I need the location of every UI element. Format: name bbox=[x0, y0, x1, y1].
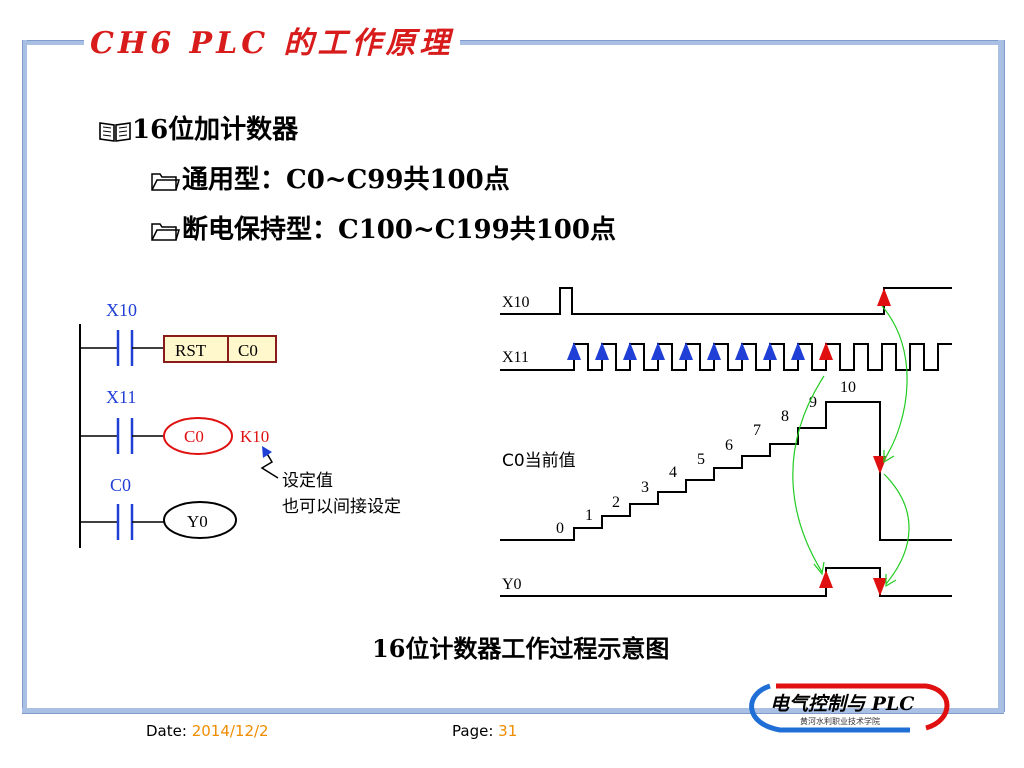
footer-date: Date: 2014/12/2 bbox=[146, 722, 269, 740]
timing-diagram: X10 X11 C0当前值 0 1 2 3 4 5 6 7 8 9 10 Y0 bbox=[500, 287, 952, 597]
logo-main-text: 电气控制与 PLC bbox=[770, 693, 914, 715]
logo-blue-swoosh bbox=[749, 683, 910, 733]
step-10: 10 bbox=[840, 379, 856, 396]
x10-rising-arrow bbox=[877, 288, 891, 306]
count-pulse-arrow-5 bbox=[679, 342, 693, 360]
count-pulse-arrow-6 bbox=[707, 342, 721, 360]
count-pulse-arrow-8 bbox=[763, 342, 777, 360]
y0-on-arrow bbox=[819, 570, 833, 588]
frame-bottom-border bbox=[22, 708, 1004, 714]
frame-right-border bbox=[998, 40, 1005, 712]
output-coil bbox=[163, 501, 237, 539]
step-5: 5 bbox=[697, 451, 705, 468]
step-0: 0 bbox=[556, 520, 564, 537]
course-logo: 电气控制与 PLC 黄河水利职业技术学院 bbox=[749, 683, 950, 733]
timing-x11-label: X11 bbox=[502, 349, 529, 366]
diagram-caption: 16位计数器工作过程示意图 bbox=[372, 634, 670, 663]
arc-x10-to-reset bbox=[881, 305, 908, 461]
page-label: Page: bbox=[452, 722, 494, 740]
arc-count-to-y0-on bbox=[792, 375, 825, 573]
k-value-label: K10 bbox=[240, 427, 269, 446]
count-pulse-arrow-3 bbox=[623, 342, 637, 360]
ladder-c0-label: C0 bbox=[110, 475, 131, 495]
step-9: 9 bbox=[809, 394, 817, 411]
step-7: 7 bbox=[753, 422, 761, 439]
note-line-1: 设定值 bbox=[282, 471, 333, 491]
book-icon bbox=[99, 122, 131, 142]
folder-icon bbox=[151, 223, 180, 241]
date-value: 2014/12/2 bbox=[191, 722, 269, 740]
frame-left-border bbox=[22, 40, 27, 712]
frame-top-border bbox=[22, 40, 1004, 45]
general-type-text: 通用型：C0~C99共100点 bbox=[182, 165, 510, 195]
note-pointer-line bbox=[260, 451, 279, 479]
slide-title: CH6 PLC 的工作原理 bbox=[84, 24, 460, 64]
ladder-x11-label: X11 bbox=[106, 387, 136, 407]
rst-instruction-box bbox=[163, 335, 277, 363]
counter-coil-label: C0 bbox=[184, 427, 204, 446]
count-pulse-arrow-4 bbox=[651, 342, 665, 360]
timing-y0-label: Y0 bbox=[502, 576, 522, 593]
folder-icon bbox=[151, 173, 180, 191]
count-pulse-arrow-2 bbox=[595, 342, 609, 360]
rst-label: RST bbox=[175, 341, 207, 360]
heading-line: 16位加计数器 bbox=[98, 112, 298, 148]
timing-x10-label: X10 bbox=[502, 294, 530, 311]
step-4: 4 bbox=[669, 464, 677, 481]
step-3: 3 bbox=[641, 479, 649, 496]
logo-sub-text: 黄河水利职业技术学院 bbox=[800, 716, 880, 726]
bullet-retentive-type: 断电保持型：C100~C199共100点 bbox=[150, 212, 616, 248]
retentive-type-text: 断电保持型：C100~C199共100点 bbox=[182, 215, 616, 245]
count-pulse-arrow-7 bbox=[735, 342, 749, 360]
step-1: 1 bbox=[585, 507, 593, 524]
y0-off-arrow bbox=[873, 578, 887, 596]
counter-coil bbox=[163, 417, 233, 455]
bullet-general-type: 通用型：C0~C99共100点 bbox=[150, 162, 510, 198]
current-value-waveform bbox=[500, 401, 952, 541]
step-6: 6 bbox=[725, 437, 733, 454]
rst-target-label: C0 bbox=[238, 341, 258, 360]
note-line-2: 也可以间接设定 bbox=[282, 497, 401, 517]
page-value: 31 bbox=[498, 722, 518, 740]
ladder-diagram: X10 RST C0 X11 C0 K10 设定值 也可以间接设定 C0 Y0 bbox=[79, 300, 401, 548]
ladder-x10-label: X10 bbox=[106, 300, 137, 320]
footer-page: Page: 31 bbox=[452, 722, 517, 740]
count-pulse-arrow-1 bbox=[567, 342, 581, 360]
step-8: 8 bbox=[781, 408, 789, 425]
count-pulse-arrow-10 bbox=[819, 342, 833, 360]
current-value-label: C0当前值 bbox=[502, 451, 576, 471]
step-2: 2 bbox=[612, 494, 620, 511]
output-coil-label: Y0 bbox=[187, 512, 208, 531]
x11-waveform bbox=[500, 343, 952, 371]
note-arrowhead bbox=[262, 446, 272, 458]
heading-text: 16位加计数器 bbox=[132, 115, 299, 145]
date-label: Date: bbox=[146, 722, 187, 740]
logo-red-swoosh bbox=[776, 683, 950, 731]
count-pulse-arrow-9 bbox=[791, 342, 805, 360]
arc-reset-to-y0-off bbox=[883, 473, 910, 585]
y0-waveform bbox=[500, 567, 952, 597]
